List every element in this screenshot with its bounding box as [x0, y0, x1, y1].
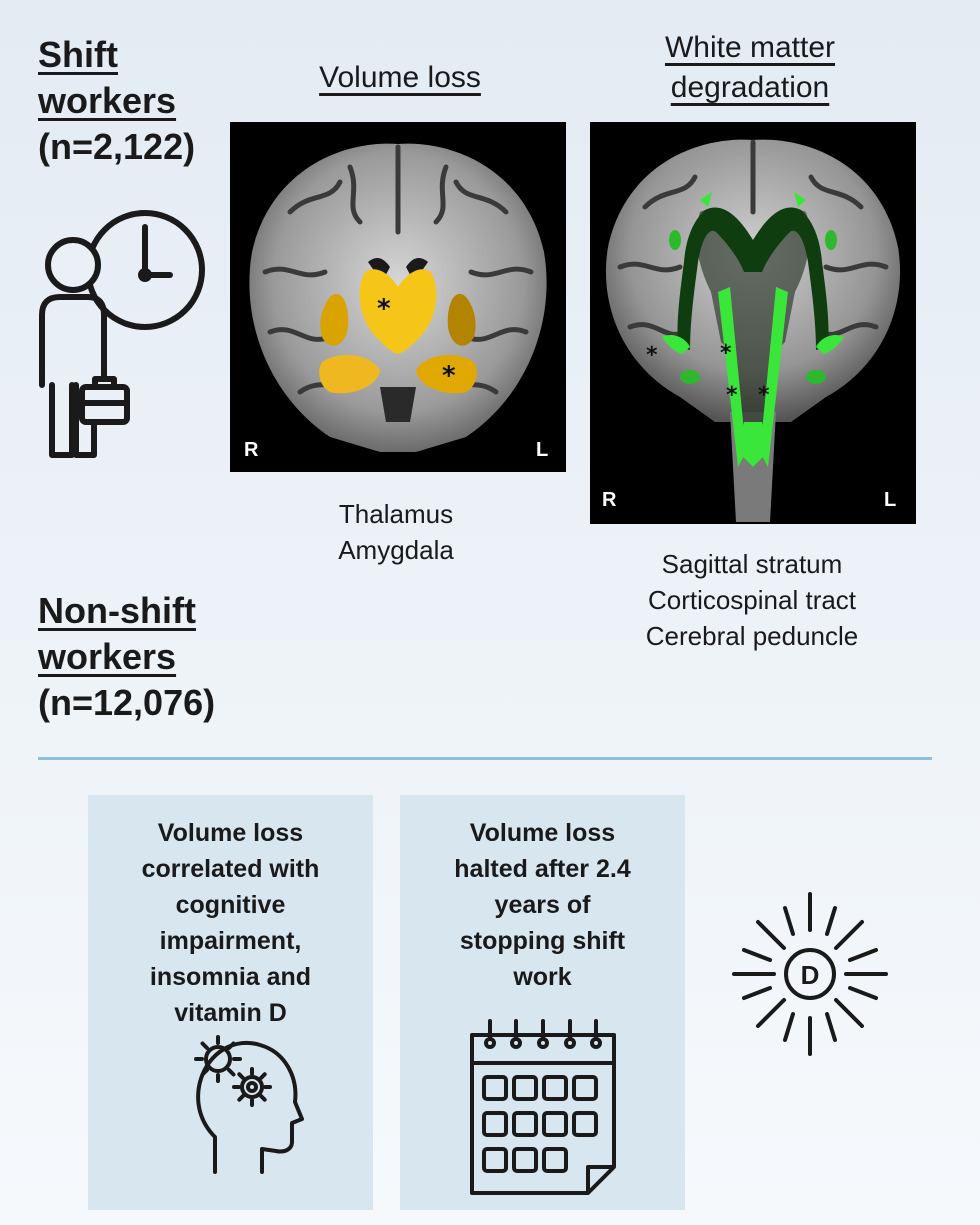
- volume-loss-brain-image: * * R L: [230, 122, 566, 472]
- nonshift-label-line2: workers: [38, 636, 177, 677]
- halted-line: work: [513, 963, 572, 991]
- correlation-line: Volume loss: [157, 819, 304, 847]
- volume-marker-thalamus: *: [377, 294, 391, 324]
- correlation-box: Volume loss correlated with cognitive im…: [88, 795, 373, 1210]
- correlation-line: impairment,: [159, 927, 302, 955]
- nonshift-workers-label: Non-shift workers (n=12,076): [38, 588, 215, 726]
- white-right-label: R: [602, 489, 617, 511]
- white-matter-tracts: Sagittal stratum Corticospinal tract Cer…: [612, 546, 892, 654]
- white-left-label: L: [884, 489, 896, 511]
- volume-regions: Thalamus Amygdala: [296, 496, 496, 568]
- halted-line: halted after 2.4: [454, 855, 631, 883]
- shift-label-line2: workers: [38, 80, 177, 121]
- calendar-icon: [468, 1017, 618, 1197]
- head-gears-icon: [180, 1027, 310, 1177]
- tract-sagittal-stratum: Sagittal stratum: [661, 549, 843, 579]
- tract-marker-2: *: [720, 341, 732, 366]
- correlation-text: Volume loss correlated with cognitive im…: [88, 815, 373, 1031]
- shift-workers-label: Shift workers (n=2,122): [38, 32, 195, 170]
- correlation-line: cognitive: [175, 891, 286, 919]
- tract-marker-1: *: [646, 343, 658, 368]
- halted-line: Volume loss: [469, 819, 616, 847]
- tract-cerebral-peduncle: Cerebral peduncle: [645, 621, 859, 651]
- volume-left-label: L: [536, 439, 548, 461]
- white-matter-title: White matter degradation: [640, 28, 860, 108]
- halted-box: Volume loss halted after 2.4 years of st…: [400, 795, 685, 1210]
- shift-count: (n=2,122): [38, 126, 196, 167]
- volume-loss-title: Volume loss: [319, 61, 481, 94]
- nonshift-count: (n=12,076): [38, 682, 216, 723]
- region-amygdala: Amygdala: [338, 535, 454, 565]
- white-title-line1: White matter: [664, 31, 836, 64]
- region-thalamus: Thalamus: [338, 499, 454, 529]
- correlation-line: correlated with: [141, 855, 320, 883]
- shift-worker-clock-icon: [30, 205, 210, 465]
- correlation-line: vitamin D: [174, 999, 287, 1027]
- white-title-line2: degradation: [670, 71, 830, 104]
- halted-line: years of: [494, 891, 591, 919]
- halted-line: stopping shift: [459, 927, 626, 955]
- tract-corticospinal: Corticospinal tract: [647, 585, 857, 615]
- sun-letter: D: [801, 960, 820, 990]
- section-divider: [38, 757, 932, 760]
- correlation-line: insomnia and: [149, 963, 312, 991]
- shift-label-line1: Shift: [38, 34, 118, 75]
- white-matter-brain-image: * * * * R L: [590, 122, 916, 524]
- tract-marker-4: *: [758, 383, 770, 408]
- halted-text: Volume loss halted after 2.4 years of st…: [400, 815, 685, 995]
- tract-marker-3: *: [726, 383, 738, 408]
- volume-marker-amygdala: *: [442, 361, 456, 391]
- volume-right-label: R: [244, 439, 259, 461]
- nonshift-label-line1: Non-shift: [38, 590, 196, 631]
- vitamin-d-sun-icon: D: [730, 890, 890, 1060]
